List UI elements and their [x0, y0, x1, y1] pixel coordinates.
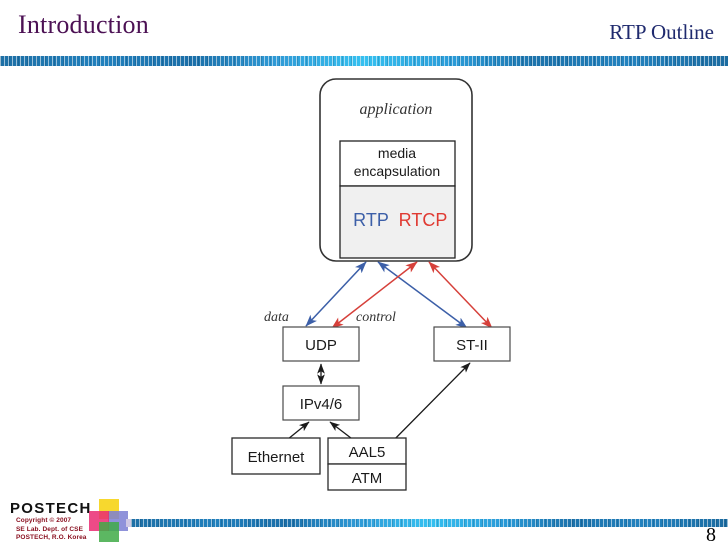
- data-flow-label: data: [264, 310, 289, 325]
- arrow-rtcp-udp: [331, 261, 418, 329]
- layer-box-aal5-atm: AAL5 ATM: [327, 437, 407, 491]
- media-encapsulation-line2: encapsulation: [354, 163, 440, 179]
- footer-logo-block: POSTECH Copyright © 2007 SE Lab. Dept. o…: [10, 500, 130, 544]
- copyright-line-2: SE Lab. Dept. of CSE: [16, 525, 84, 533]
- layer-label-aal5: AAL5: [349, 444, 386, 461]
- layer-label-atm: ATM: [352, 470, 383, 487]
- layer-box-udp: UDP: [282, 326, 360, 362]
- application-label: application: [360, 101, 433, 118]
- layer-box-st2: ST-II: [433, 326, 511, 362]
- slide-header: Introduction RTP Outline: [0, 0, 728, 56]
- copyright-line-1: Copyright © 2007: [16, 517, 72, 524]
- pinwheel-square-bottom: [99, 522, 119, 542]
- rtcp-label: RTCP: [399, 210, 448, 230]
- control-flow-label: control: [356, 310, 396, 325]
- copyright-block: Copyright © 2007 SE Lab. Dept. of CSE PO…: [16, 517, 87, 543]
- control-arrows: [331, 261, 493, 329]
- arrow-rtcp-st2: [428, 261, 493, 329]
- header-divider-bar: [0, 56, 728, 66]
- layer-label-udp: UDP: [305, 337, 337, 354]
- layer-label-st2: ST-II: [456, 337, 488, 354]
- copyright-line-3: POSTECH, R.O. Korea: [16, 534, 87, 541]
- media-encapsulation-line1: media: [378, 145, 416, 161]
- layer-label-ipv46: IPv4/6: [300, 396, 343, 413]
- media-encapsulation-box: media encapsulation: [339, 140, 456, 187]
- layer-box-ipv46: IPv4/6: [282, 385, 360, 421]
- postech-wordmark: POSTECH: [10, 500, 92, 517]
- layer-label-ethernet: Ethernet: [248, 449, 306, 466]
- footer-bar-cap: [126, 519, 132, 527]
- page-title: Introduction: [18, 10, 149, 39]
- section-title: RTP Outline: [609, 20, 714, 44]
- rtp-label: RTP: [353, 210, 389, 230]
- arrow-aal5-st2: [382, 362, 471, 452]
- page-number: 8: [706, 524, 716, 546]
- footer-divider-bar: [131, 519, 728, 527]
- layer-box-ethernet: Ethernet: [231, 437, 321, 475]
- protocol-stack-diagram: application media encapsulation RTP RTCP…: [0, 66, 728, 496]
- rtp-rtcp-box: RTP RTCP: [339, 185, 456, 259]
- postech-pinwheel-logo: [84, 499, 132, 545]
